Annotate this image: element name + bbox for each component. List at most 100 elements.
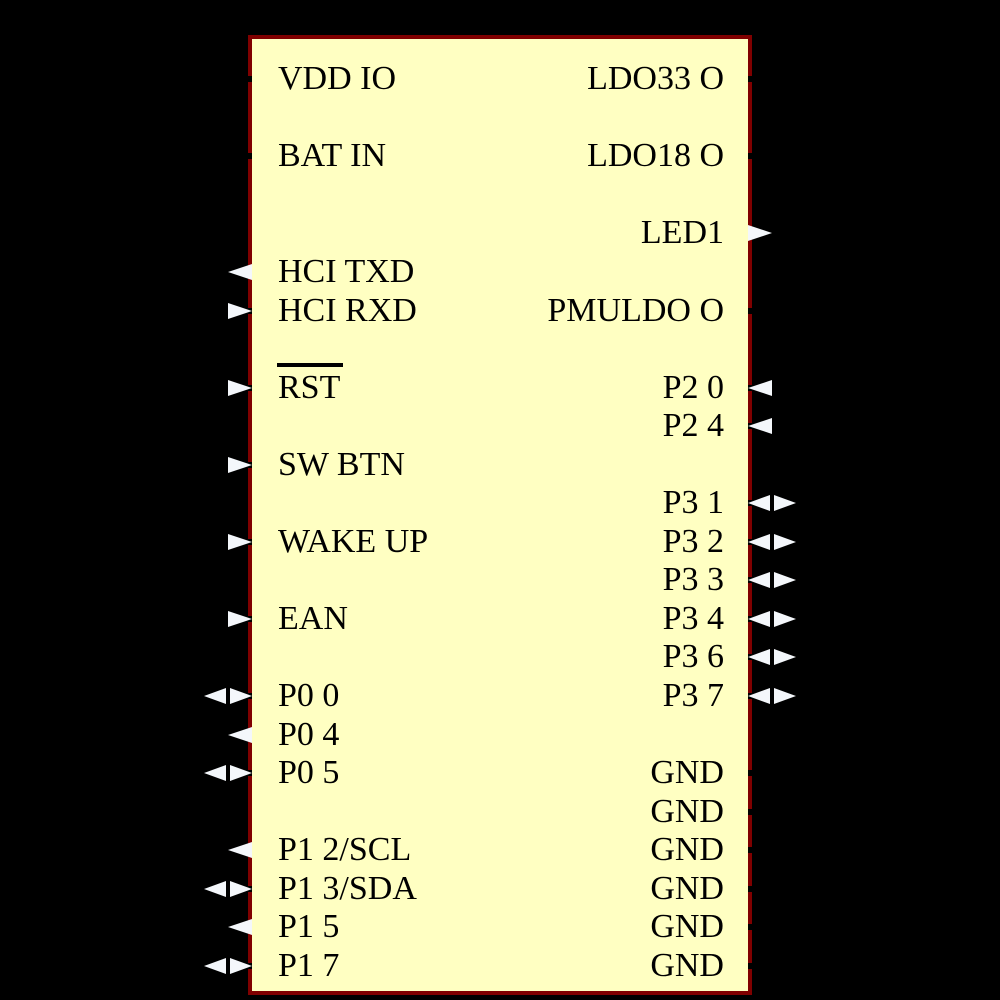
triangle-shape xyxy=(774,533,796,550)
triangle-shape xyxy=(748,688,770,704)
triangle-shape xyxy=(204,765,226,782)
triangle-shape xyxy=(228,379,252,396)
triangle-shape xyxy=(228,456,252,473)
pin-label: GND xyxy=(650,946,724,984)
pin-stub xyxy=(748,153,756,160)
triangle-shape xyxy=(774,649,796,666)
pin-arrow-in-icon xyxy=(228,533,252,550)
triangle-shape xyxy=(230,765,252,782)
triangle-shape xyxy=(748,649,770,666)
pin-stub xyxy=(748,962,756,969)
pin-label: P3 1 xyxy=(662,484,724,522)
triangle-shape xyxy=(748,572,770,589)
pin-arrow-in-icon xyxy=(748,418,772,435)
pin-label: VDD IO xyxy=(278,60,397,98)
pin-label: P0 4 xyxy=(278,715,340,753)
triangle-shape xyxy=(228,533,252,550)
pin-label: P0 5 xyxy=(278,754,340,792)
pin-label: GND xyxy=(650,754,724,792)
pin-arrow-out-icon xyxy=(228,919,252,936)
pin-arrow-in-icon xyxy=(228,302,252,319)
triangle-shape xyxy=(748,379,772,396)
pin-arrow-bidi-icon xyxy=(748,495,796,512)
triangle-shape xyxy=(774,610,796,627)
pin-arrow-in-icon xyxy=(228,379,252,396)
pin-stub xyxy=(244,153,252,160)
pin-label: P1 2/SCL xyxy=(278,831,412,869)
pin-label: BAT IN xyxy=(278,137,386,175)
pin-stub xyxy=(748,307,756,314)
triangle-shape xyxy=(748,225,772,242)
pin-arrow-bidi-icon xyxy=(204,765,252,782)
triangle-shape xyxy=(228,263,252,280)
pin-label: P2 4 xyxy=(662,407,724,445)
pin-arrow-out-icon xyxy=(228,263,252,280)
pin-arrow-bidi-icon xyxy=(204,957,252,974)
pin-label: RST xyxy=(278,368,341,406)
pin-arrow-in-icon xyxy=(228,456,252,473)
pin-arrow-bidi-icon xyxy=(204,688,252,704)
pin-label: GND xyxy=(650,869,724,907)
pin-label: HCI RXD xyxy=(278,291,417,329)
pin-label: GND xyxy=(650,908,724,946)
triangle-shape xyxy=(748,495,770,512)
pin-arrow-in-icon xyxy=(748,379,772,396)
pin-stub xyxy=(748,808,756,815)
pin-label: P1 3/SDA xyxy=(278,869,417,907)
triangle-shape xyxy=(774,688,796,704)
pin-label: P3 3 xyxy=(662,561,724,599)
pin-label: P0 0 xyxy=(278,677,340,714)
pin-label: SW BTN xyxy=(278,445,405,483)
pin-label: P1 7 xyxy=(278,946,340,984)
triangle-shape xyxy=(204,880,226,897)
pin-label: LDO33 O xyxy=(587,60,724,98)
pin-label: LED1 xyxy=(640,214,724,252)
pin-label: P3 4 xyxy=(662,599,724,637)
pin-arrow-bidi-icon xyxy=(748,688,796,704)
triangle-shape xyxy=(228,610,252,627)
pin-label: P2 0 xyxy=(662,368,724,406)
triangle-shape xyxy=(230,880,252,897)
triangle-shape xyxy=(774,495,796,512)
pin-arrow-bidi-icon xyxy=(748,533,796,550)
pin-label: P1 5 xyxy=(278,908,340,946)
pin-stub xyxy=(748,885,756,892)
pin-arrow-bidi-icon xyxy=(748,572,796,589)
pin-stub xyxy=(748,847,756,854)
triangle-shape xyxy=(228,919,252,936)
triangle-shape xyxy=(228,726,252,743)
triangle-shape xyxy=(204,688,226,704)
triangle-shape xyxy=(748,610,770,627)
triangle-shape xyxy=(230,688,252,704)
pin-label: P3 6 xyxy=(662,638,724,676)
triangle-shape xyxy=(748,418,772,435)
pin-stub xyxy=(748,76,756,83)
pin-arrow-out-icon xyxy=(748,225,772,242)
pin-label: HCI TXD xyxy=(278,252,415,290)
triangle-shape xyxy=(748,533,770,550)
triangle-shape xyxy=(230,957,252,974)
symbol-body xyxy=(248,35,752,995)
triangle-shape xyxy=(228,842,252,859)
pin-label: GND xyxy=(650,831,724,869)
pin-arrow-out-icon xyxy=(228,726,252,743)
pin-stub xyxy=(244,76,252,83)
pin-label: WAKE UP xyxy=(278,522,429,560)
pin-arrow-in-icon xyxy=(228,610,252,627)
pin-arrow-out-icon xyxy=(228,842,252,859)
pin-stub xyxy=(748,924,756,931)
triangle-shape xyxy=(204,957,226,974)
pin-label: PMULDO O xyxy=(547,291,724,329)
pin-label: EAN xyxy=(278,599,348,637)
pin-label: P3 2 xyxy=(662,522,724,560)
pin-arrow-bidi-icon xyxy=(204,880,252,897)
pin-arrow-bidi-icon xyxy=(748,649,796,666)
pin-label: GND xyxy=(650,792,724,830)
pin-arrow-bidi-icon xyxy=(748,610,796,627)
triangle-shape xyxy=(228,302,252,319)
active-low-overline xyxy=(277,362,344,367)
pin-label: LDO18 O xyxy=(587,137,724,175)
pin-label: P3 7 xyxy=(662,677,724,714)
triangle-shape xyxy=(774,572,796,589)
